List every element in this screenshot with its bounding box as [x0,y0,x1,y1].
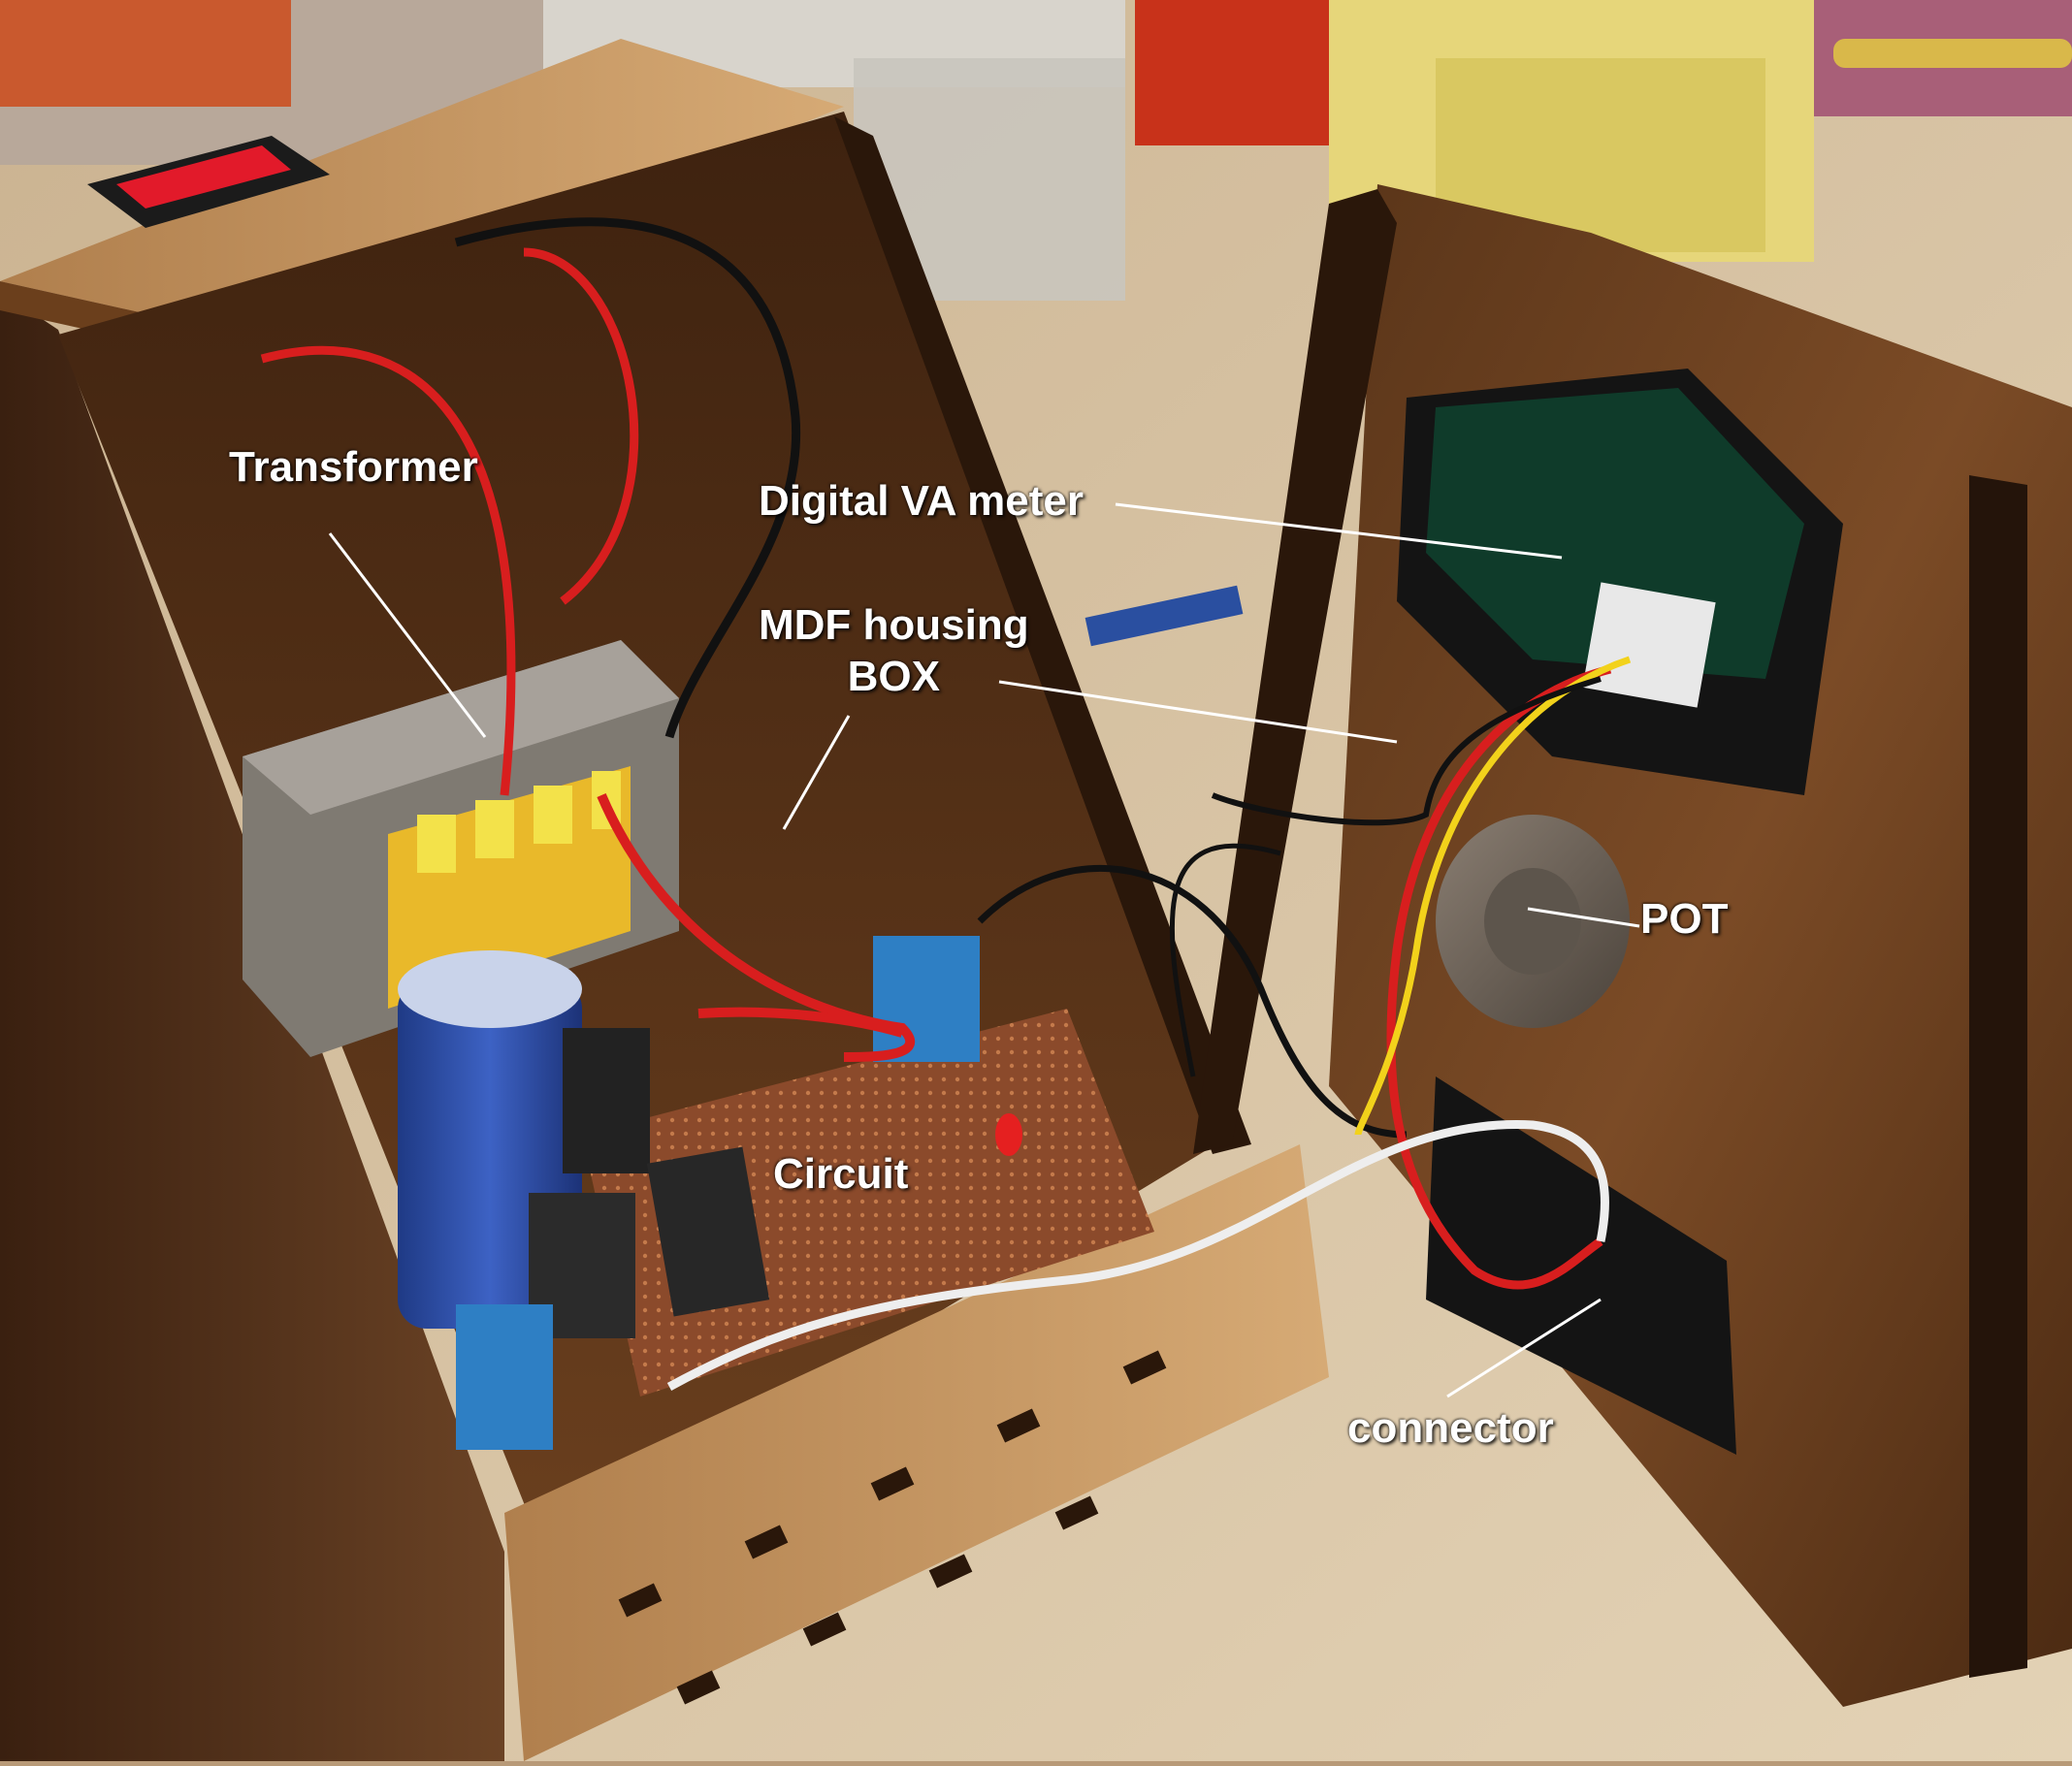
mdf-housing-box-label: MDF housing BOX [759,600,1029,703]
digital-va-meter-label: Digital VA meter [759,477,1084,525]
pot-leader-line [1527,907,1640,928]
va-meter-leader-line [1115,502,1563,560]
connector-leader-line [1446,1298,1602,1398]
connector-label: connector [1347,1404,1554,1452]
circuit-label: Circuit [773,1150,909,1198]
transformer-label: Transformer [229,443,478,491]
mdf-box-leader-line-b [998,680,1398,744]
mdf-box-line: BOX [847,652,940,700]
pot-label: POT [1640,895,1729,943]
transformer-leader-line [328,532,487,738]
mdf-box-leader-line-a [782,715,851,830]
mdf-housing-line: MDF housing [759,601,1029,649]
